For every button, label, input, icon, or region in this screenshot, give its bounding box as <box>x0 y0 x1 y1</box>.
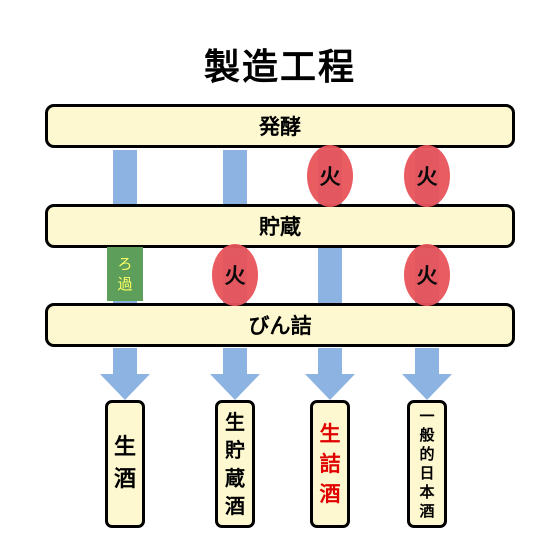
fire-marker: 火 <box>307 145 353 207</box>
filtration-marker: ろ 過 <box>107 247 143 301</box>
product-namazake: 生 酒 <box>105 400 145 528</box>
product-char: 酒 <box>319 482 341 506</box>
fire-marker: 火 <box>212 244 258 306</box>
stage-storage: 貯蔵 <box>45 204 515 248</box>
product-namachozo: 生 貯 蔵 酒 <box>215 400 255 528</box>
diagram-title: 製造工程 <box>203 47 356 88</box>
product-char: 的 <box>419 445 435 463</box>
product-char: 酒 <box>113 467 136 492</box>
product-namazume: 生 詰 酒 <box>310 400 350 528</box>
filtration-label-1: ろ <box>117 255 133 273</box>
down-arrow-icon <box>305 348 355 400</box>
down-arrow-icon <box>210 348 260 400</box>
product-char: 日 <box>419 464 435 482</box>
product-char: 酒 <box>419 502 435 520</box>
fire-marker: 火 <box>404 244 450 306</box>
product-char: 酒 <box>225 494 245 518</box>
product-char: 生 <box>113 435 136 460</box>
fire-label: 火 <box>319 165 341 189</box>
down-arrow-icon <box>100 348 150 400</box>
flow-connector <box>318 248 342 304</box>
product-char: 貯 <box>225 438 245 462</box>
product-char: 詰 <box>319 452 341 476</box>
product-char: 般 <box>419 426 435 444</box>
stage-storage-label: 貯蔵 <box>259 215 301 239</box>
flow-connector <box>223 150 247 206</box>
filtration-label-2: 過 <box>117 275 133 293</box>
flow-connector <box>113 150 137 206</box>
fire-label: 火 <box>416 165 438 189</box>
product-regular-sake: 一 般 的 日 本 酒 <box>407 400 447 528</box>
fire-label: 火 <box>416 264 438 288</box>
product-char: 生 <box>225 410 245 434</box>
stage-fermentation-label: 発酵 <box>259 115 301 139</box>
stage-bottling: びん詰 <box>45 303 515 347</box>
stage-fermentation: 発酵 <box>45 104 515 148</box>
fire-marker: 火 <box>404 145 450 207</box>
product-char: 生 <box>319 422 341 446</box>
product-char: 一 <box>419 407 435 425</box>
fire-label: 火 <box>224 264 246 288</box>
product-char: 蔵 <box>225 466 245 490</box>
down-arrow-icon <box>402 348 452 400</box>
stage-bottling-label: びん詰 <box>248 314 312 338</box>
product-char: 本 <box>419 483 435 501</box>
